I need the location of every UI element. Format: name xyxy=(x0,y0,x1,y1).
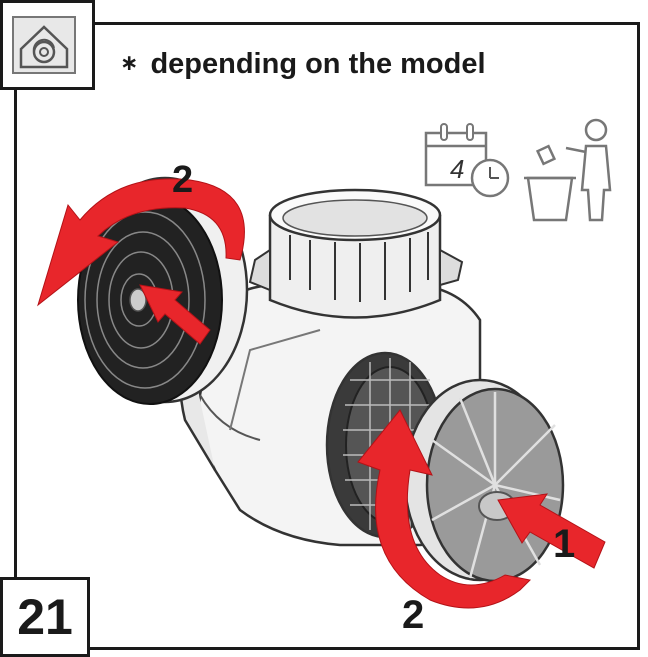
label-rotate-right: 2 xyxy=(402,593,424,637)
duct-collar xyxy=(248,188,464,319)
red-arrows xyxy=(37,178,606,609)
right-carbon-filter xyxy=(403,378,565,583)
rotate-arrow-left xyxy=(37,178,245,307)
label-rotate-left: 2 xyxy=(172,159,193,201)
label-press-filter: 1 xyxy=(553,522,575,566)
dispose-trash-icon xyxy=(524,118,612,222)
step-number: 21 xyxy=(17,589,73,645)
rotate-arrow-right xyxy=(357,409,532,609)
house-symbol-box xyxy=(0,0,95,90)
model-note-text: depending on the model xyxy=(150,48,486,80)
step-number-box: 21 xyxy=(0,577,90,657)
press-arrow-left xyxy=(139,284,211,345)
model-note: ∗ depending on the model xyxy=(120,48,486,81)
asterisk-icon: ∗ xyxy=(120,50,139,75)
press-arrow-right xyxy=(497,493,606,569)
calendar-clock-icon: 4 xyxy=(424,123,510,198)
diagram-frame xyxy=(14,22,640,650)
calendar-number: 4 xyxy=(450,154,464,184)
recirculation-house-icon xyxy=(12,16,76,74)
